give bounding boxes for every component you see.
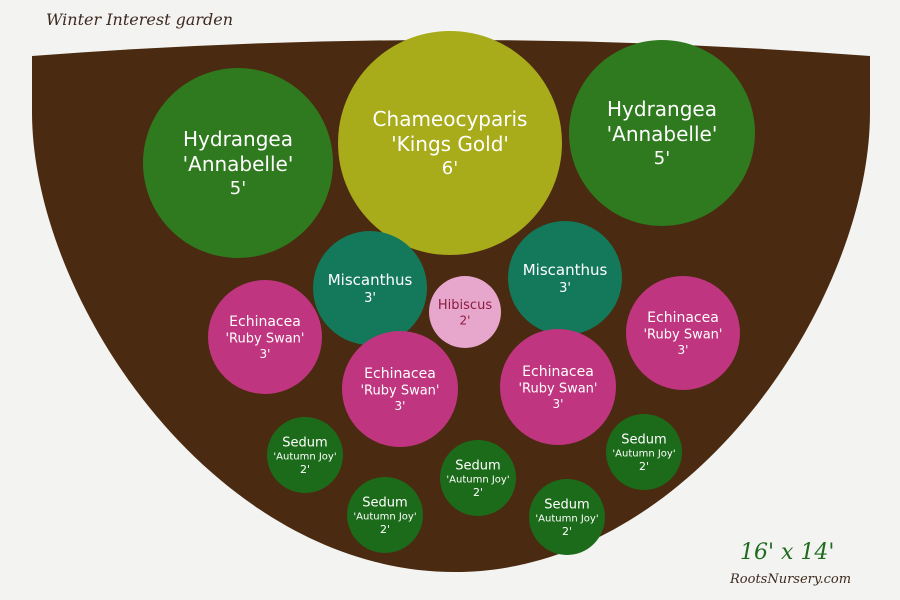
plant-name: Sedum <box>621 432 666 447</box>
plant-miscanthus-left: Miscanthus 3' <box>313 231 427 345</box>
plant-height: 3' <box>559 281 571 296</box>
plant-name: Hibiscus <box>438 298 492 313</box>
plant-name: Sedum <box>455 458 500 473</box>
plant-circle <box>529 479 605 555</box>
plant-cultivar: 'Autumn Joy' <box>353 512 416 523</box>
plant-height: 3' <box>260 347 271 361</box>
plant-height: 3' <box>364 291 376 306</box>
plant-name: Hydrangea <box>607 97 717 121</box>
plant-height: 2' <box>639 460 649 473</box>
plant-circle <box>606 414 682 490</box>
plant-height: 3' <box>553 397 564 411</box>
plant-echinacea-1: Echinacea 'Ruby Swan'3' <box>208 280 322 394</box>
plant-circle <box>267 417 343 493</box>
plant-height: 2' <box>473 486 483 499</box>
diagram-title: Winter Interest garden <box>46 10 234 29</box>
plant-cultivar: 'Annabelle' <box>183 152 294 176</box>
plant-height: 3' <box>678 343 689 357</box>
plant-name: Hydrangea <box>183 127 293 151</box>
plant-circle <box>440 440 516 516</box>
plant-name: Chameocyparis <box>373 107 528 131</box>
plant-height: 5' <box>654 148 670 169</box>
plant-sedum-1: Sedum 'Autumn Joy'2' <box>267 417 343 493</box>
plant-circle <box>429 276 501 348</box>
plant-circle <box>143 68 333 258</box>
plant-name: Echinacea <box>229 314 301 330</box>
bed-dimensions: 16' x 14' <box>740 540 835 565</box>
plant-sedum-5: Sedum 'Autumn Joy'2' <box>606 414 682 490</box>
plant-echinacea-2: Echinacea 'Ruby Swan'3' <box>342 331 458 447</box>
plant-cultivar: 'Ruby Swan' <box>225 332 304 347</box>
plant-name: Sedum <box>544 497 589 512</box>
plant-hydrangea-right: Hydrangea'Annabelle'5' <box>569 40 755 226</box>
plant-cultivar: 'Annabelle' <box>607 122 718 146</box>
plant-cultivar: 'Ruby Swan' <box>643 328 722 343</box>
plant-name: Sedum <box>362 495 407 510</box>
plant-name: Echinacea <box>647 310 719 326</box>
plant-cultivar: 'Autumn Joy' <box>273 452 336 463</box>
plant-circle <box>626 276 740 390</box>
plant-circle <box>569 40 755 226</box>
plant-height: 6' <box>442 158 458 179</box>
plant-cultivar: 'Ruby Swan' <box>360 384 439 399</box>
plant-circle <box>347 477 423 553</box>
plant-hydrangea-left: Hydrangea'Annabelle'5' <box>143 68 333 258</box>
plant-sedum-4: Sedum 'Autumn Joy'2' <box>529 479 605 555</box>
plant-height: 2' <box>460 313 471 327</box>
plant-cultivar: 'Autumn Joy' <box>535 514 598 525</box>
plant-name: Echinacea <box>522 364 594 380</box>
plant-name: Echinacea <box>364 366 436 382</box>
plant-circle <box>500 329 616 445</box>
plant-height: 3' <box>395 399 406 413</box>
plant-sedum-2: Sedum 'Autumn Joy'2' <box>347 477 423 553</box>
plants-layer: Hydrangea'Annabelle'5'Chameocyparis'King… <box>143 31 755 555</box>
plant-name: Sedum <box>282 435 327 450</box>
plant-name: Miscanthus <box>328 271 413 289</box>
plant-echinacea-3: Echinacea 'Ruby Swan'3' <box>500 329 616 445</box>
plant-sedum-3: Sedum 'Autumn Joy'2' <box>440 440 516 516</box>
plant-chamaecyparis: Chameocyparis'Kings Gold'6' <box>338 31 562 255</box>
plant-circle <box>342 331 458 447</box>
plant-height: 2' <box>300 463 310 476</box>
plant-cultivar: 'Autumn Joy' <box>446 475 509 486</box>
plant-circle <box>313 231 427 345</box>
plant-miscanthus-right: Miscanthus 3' <box>508 221 622 335</box>
plant-cultivar: 'Ruby Swan' <box>518 382 597 397</box>
plant-cultivar: 'Kings Gold' <box>391 132 509 156</box>
plant-circle <box>208 280 322 394</box>
plant-height: 5' <box>230 178 246 199</box>
credit-label: RootsNursery.com <box>730 572 852 587</box>
plant-height: 2' <box>380 523 390 536</box>
plant-name: Miscanthus <box>523 261 608 279</box>
plant-echinacea-4: Echinacea 'Ruby Swan'3' <box>626 276 740 390</box>
plant-height: 2' <box>562 525 572 538</box>
plant-circle <box>508 221 622 335</box>
plant-cultivar: 'Autumn Joy' <box>612 449 675 460</box>
plant-circle <box>338 31 562 255</box>
